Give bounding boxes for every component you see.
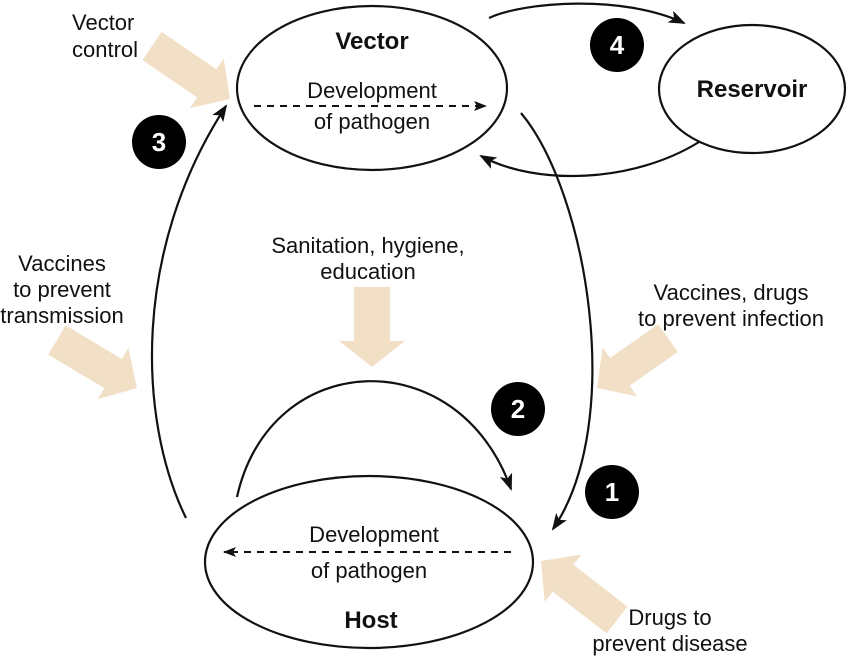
step-number-2: 2 (510, 393, 526, 424)
sanitation-arrow (339, 287, 405, 367)
host-node-title: Host (344, 607, 398, 634)
vector-pathogen-line2: of pathogen (313, 109, 431, 134)
host-pathogen-line2: of pathogen (310, 558, 428, 583)
vector-node-ellipse (235, 4, 509, 172)
sanitation-label: Sanitation, hygiene, education (271, 233, 465, 284)
vaccines-transmission-label: Vaccines to prevent transmission (0, 251, 124, 328)
step-circle-2 (491, 382, 545, 436)
arrow-vector-to-host (520, 112, 594, 531)
host-pathogen-line1: Development (309, 522, 439, 547)
vector-control-arrow (142, 31, 230, 109)
arrow-reservoir-to-vector (479, 141, 700, 178)
arrow-vector-to-reservoir (488, 2, 686, 24)
reservoir-node-ellipse (657, 23, 847, 155)
drugs-disease-arrow (541, 554, 628, 634)
step-number-1: 1 (604, 476, 620, 507)
host-node-ellipse (203, 474, 535, 650)
step-circle-1 (585, 465, 639, 519)
vector-pathogen-line1: Development (307, 78, 437, 103)
drugs-disease-label: Drugs to prevent disease (592, 605, 748, 656)
step-circle-4 (590, 18, 644, 72)
vaccines-infection-label: Vaccines, drugs to prevent infection (638, 280, 824, 331)
vaccines-infection-arrow (597, 324, 678, 397)
step-number-3: 3 (151, 126, 167, 157)
step-circle-3 (132, 115, 186, 169)
reservoir-node-title: Reservoir (696, 76, 808, 103)
vector-control-label: Vector control (72, 10, 139, 62)
arrow-host-to-vector (150, 104, 228, 519)
vector-node-title: Vector (335, 28, 409, 55)
arrow-host-to-host (235, 380, 513, 498)
step-number-4: 4 (609, 29, 625, 60)
vaccines-transmission-arrow (48, 325, 137, 400)
